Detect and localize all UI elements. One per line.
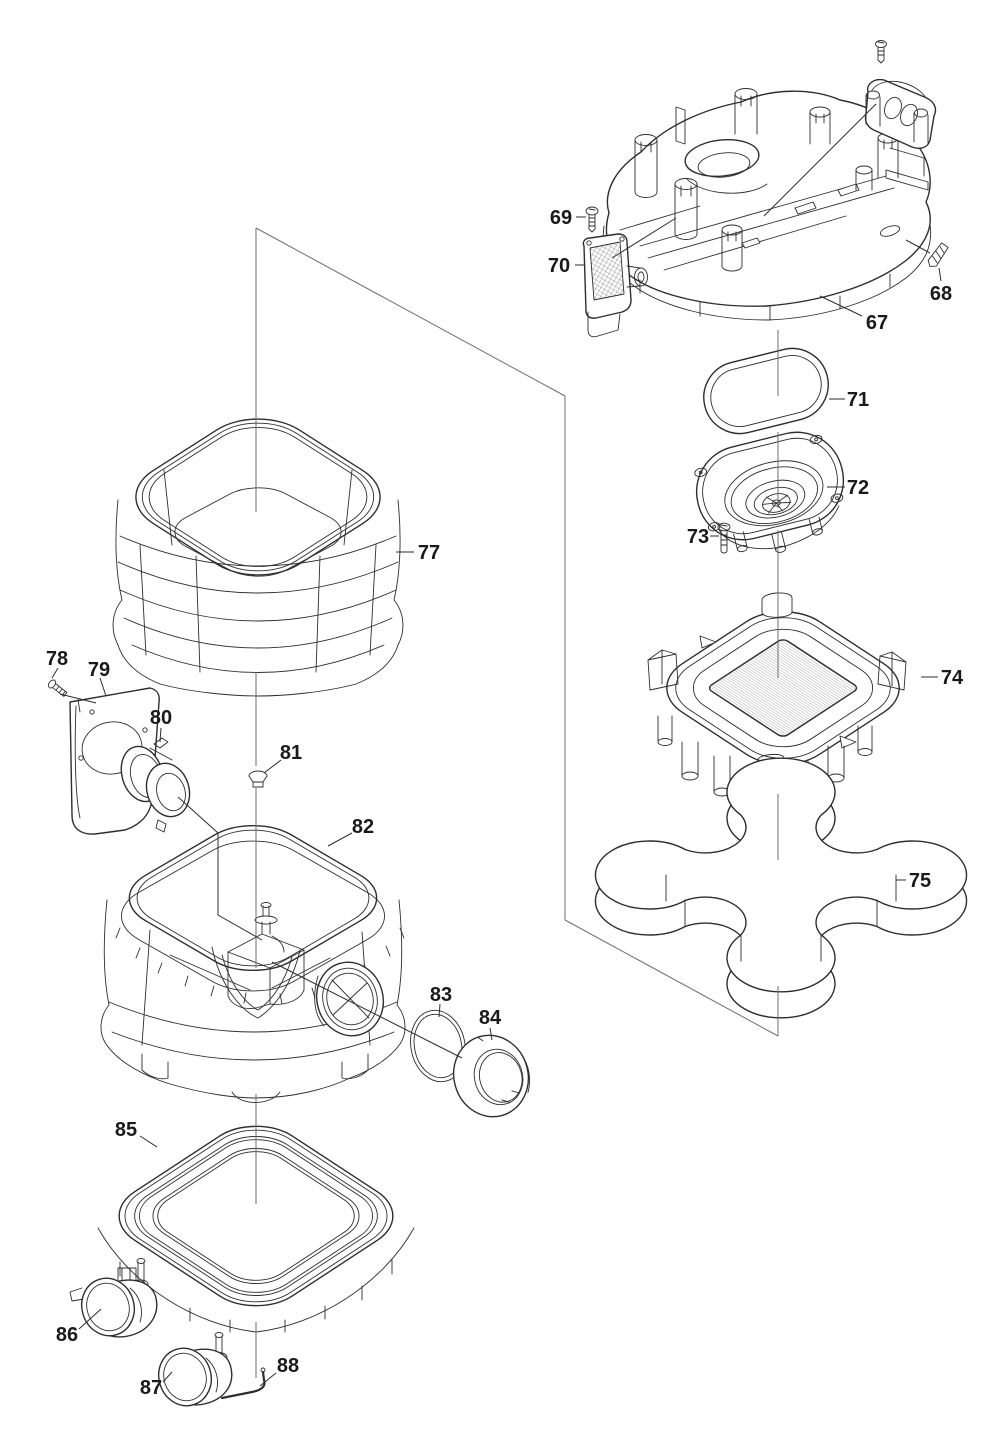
part-86-label: 86 xyxy=(56,1324,78,1346)
part-71-drawing xyxy=(703,347,829,435)
part-83-drawing xyxy=(410,1009,466,1083)
part-69-drawing xyxy=(585,206,599,233)
part-73-drawing xyxy=(717,522,731,554)
part-79-label: 79 xyxy=(88,659,110,681)
part-85-label: 85 xyxy=(115,1119,137,1141)
part-83-label: 83 xyxy=(430,984,452,1006)
part-71-label: 71 xyxy=(847,389,869,411)
part-84-drawing xyxy=(452,1034,531,1118)
part-72-label: 72 xyxy=(847,477,869,499)
part-72-drawing xyxy=(694,431,845,553)
part-86-drawing xyxy=(69,1258,158,1338)
part-78-label: 78 xyxy=(46,648,68,670)
part-77-label: 77 xyxy=(418,542,440,564)
part-80-drawing xyxy=(120,737,191,833)
part-68-drawing xyxy=(927,242,949,267)
part-67-label: 67 xyxy=(866,312,888,334)
part-69-label: 69 xyxy=(550,207,572,229)
part-88-drawing xyxy=(220,1367,266,1400)
handle-subassembly-drawing xyxy=(864,40,937,191)
part-67-drawing xyxy=(602,88,932,321)
part-88-label: 88 xyxy=(277,1355,299,1377)
part-81-drawing xyxy=(248,770,268,788)
part-87-drawing xyxy=(157,1332,233,1407)
part-80-label: 80 xyxy=(150,707,172,729)
part-70-drawing xyxy=(582,233,648,338)
part-82-float-cage xyxy=(227,902,305,1009)
part-labels: 69 70 68 67 71 72 73 74 75 77 78 79 80 8… xyxy=(46,207,964,1399)
part-81-label: 81 xyxy=(280,742,302,764)
part-68-label: 68 xyxy=(930,283,952,305)
part-74-label: 74 xyxy=(941,667,964,689)
part-87-label: 87 xyxy=(140,1377,162,1399)
part-82-inlet xyxy=(314,961,385,1037)
leader-lines xyxy=(51,103,942,1387)
part-77-drawing xyxy=(112,404,404,697)
part-82-label: 82 xyxy=(352,816,374,838)
part-70-label: 70 xyxy=(548,255,570,277)
part-84-label: 84 xyxy=(479,1007,502,1029)
part-75-label: 75 xyxy=(909,870,931,892)
part-74-drawing xyxy=(647,592,907,805)
part-75-drawing xyxy=(595,758,966,1018)
part-78-drawing xyxy=(47,679,68,697)
explosion-axis-lines xyxy=(255,227,779,1378)
part-73-label: 73 xyxy=(687,526,709,548)
handle-screw xyxy=(875,40,887,64)
part-82-drawing xyxy=(100,812,406,1103)
